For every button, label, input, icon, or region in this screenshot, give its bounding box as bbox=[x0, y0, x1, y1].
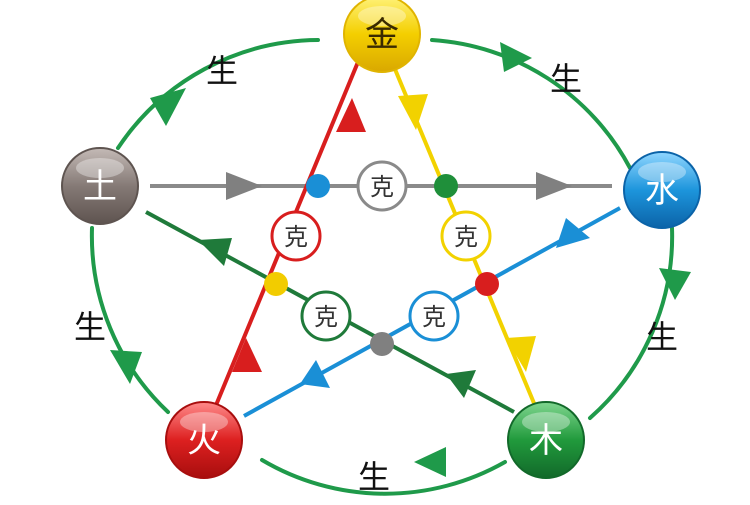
control-text: 克 bbox=[454, 223, 478, 251]
element-water: 水 bbox=[623, 151, 701, 229]
generate-arc-earth-metal bbox=[116, 38, 320, 150]
control-text: 克 bbox=[370, 173, 394, 201]
control-text: 克 bbox=[314, 303, 338, 331]
element-label-earth: 土 bbox=[83, 167, 117, 207]
arrowhead-icon bbox=[198, 238, 232, 266]
control-label-fire-metal: 克 bbox=[270, 210, 322, 262]
control-arrowheads bbox=[198, 94, 590, 398]
arrowhead-icon bbox=[398, 94, 428, 130]
generate-arc-water-wood bbox=[588, 226, 675, 420]
control-label-water-fire: 克 bbox=[408, 290, 460, 342]
arrowhead-icon bbox=[150, 88, 186, 126]
arrowhead-icon bbox=[110, 350, 142, 384]
arrowhead-icon bbox=[500, 42, 532, 72]
element-label-fire: 火 bbox=[187, 421, 221, 461]
arrowhead-icon bbox=[506, 336, 536, 372]
element-fire: 火 bbox=[165, 401, 243, 479]
control-labels: 克 克 克 克 克 bbox=[270, 160, 492, 342]
control-text: 克 bbox=[422, 303, 446, 331]
intersection-dot bbox=[370, 332, 394, 356]
generate-label: 生 bbox=[206, 52, 238, 90]
arrowhead-icon bbox=[659, 268, 691, 300]
arrowhead-icon bbox=[300, 360, 330, 388]
element-label-water: 水 bbox=[645, 171, 679, 211]
arrowhead-icon bbox=[336, 98, 366, 132]
generate-arrowheads bbox=[110, 42, 691, 477]
generate-label: 生 bbox=[74, 308, 106, 346]
arrowhead-icon bbox=[556, 218, 590, 248]
generate-labels: 生 生 生 生 生 bbox=[74, 52, 678, 496]
generate-label: 生 bbox=[550, 60, 582, 98]
arrowhead-icon bbox=[414, 447, 446, 477]
element-label-wood: 木 bbox=[529, 421, 563, 461]
control-label-earth-water: 克 bbox=[356, 160, 408, 212]
intersection-dot bbox=[475, 272, 499, 296]
control-label-metal-wood: 克 bbox=[440, 210, 492, 262]
control-label-wood-earth: 克 bbox=[300, 290, 352, 342]
intersection-dots bbox=[264, 174, 499, 356]
arrowhead-icon bbox=[226, 172, 262, 200]
generate-cycle bbox=[89, 38, 675, 496]
generate-label: 生 bbox=[646, 318, 678, 356]
element-wood: 木 bbox=[507, 401, 585, 479]
control-text: 克 bbox=[284, 223, 308, 251]
intersection-dot bbox=[434, 174, 458, 198]
element-metal: 金 bbox=[343, 0, 421, 73]
element-earth: 土 bbox=[61, 147, 139, 225]
intersection-dot bbox=[264, 272, 288, 296]
element-label-metal: 金 bbox=[365, 15, 399, 55]
arrowhead-icon bbox=[446, 370, 476, 398]
generate-label: 生 bbox=[358, 458, 390, 496]
intersection-dot bbox=[306, 174, 330, 198]
generate-arc-fire-earth bbox=[89, 226, 170, 414]
generate-arc-metal-water bbox=[430, 38, 632, 170]
arrowhead-icon bbox=[536, 172, 572, 200]
arrowhead-icon bbox=[232, 338, 262, 372]
generate-arc-wood-fire bbox=[260, 458, 507, 496]
